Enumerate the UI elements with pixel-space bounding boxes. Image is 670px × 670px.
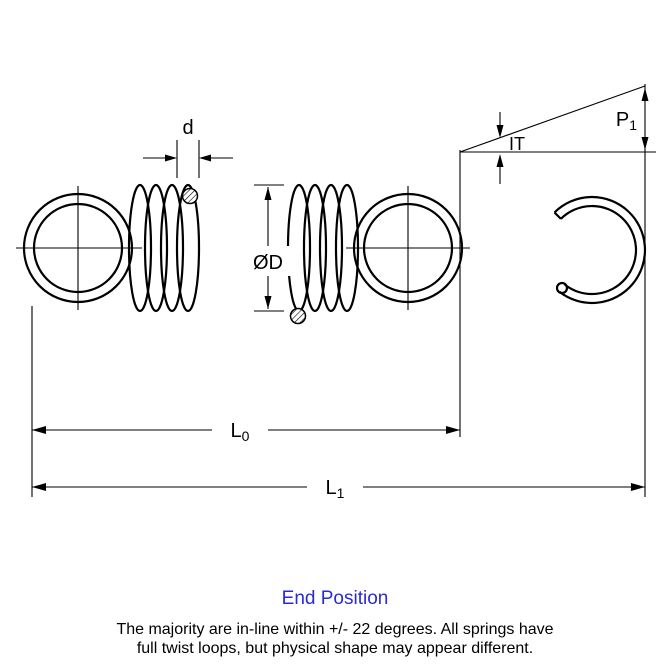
right-hook: [346, 186, 470, 310]
label-free-length-l0: L0: [231, 420, 250, 444]
wire-cross-section-icon: [289, 307, 307, 325]
caption-line-2: full twist loops, but physical shape may…: [136, 640, 534, 657]
dimension-outer-diameter: ØD: [242, 184, 294, 312]
open-hook-end: [553, 195, 647, 305]
wire-cross-section-icon: [181, 187, 199, 205]
label-wire-diameter: d: [182, 117, 193, 139]
coil-section-right: [286, 183, 360, 325]
label-outer-diameter: ØD: [253, 252, 283, 274]
dimension-l0: L0: [31, 306, 460, 497]
left-hook: [16, 186, 142, 310]
caption: The majority are in-line within +/- 22 d…: [0, 620, 670, 658]
coil-section-left: [127, 183, 201, 313]
spring-diagram: d ØD IT P1: [16, 84, 656, 501]
label-load-p1: P1: [616, 109, 637, 133]
dimension-p1-it: IT P1: [459, 84, 656, 497]
label-initial-tension: IT: [509, 134, 525, 154]
dimension-wire-diameter: d: [143, 117, 233, 178]
label-extended-length-l1: L1: [326, 477, 345, 501]
dimension-l1: L1: [32, 475, 645, 501]
end-position-title: End Position: [281, 588, 389, 609]
caption-line-1: The majority are in-line within +/- 22 d…: [116, 621, 554, 638]
